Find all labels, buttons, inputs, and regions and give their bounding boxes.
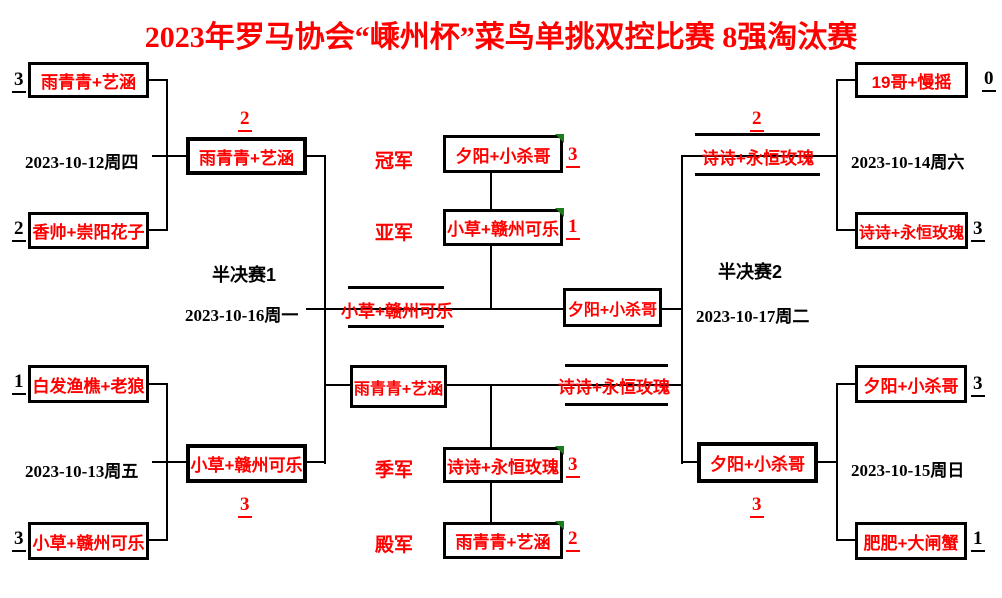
team-slot-third-right: 诗诗+永恒玫瑰 (558, 377, 670, 397)
connector-line (837, 229, 855, 231)
team-box-sf2-bottom: 夕阳+小杀哥 (697, 442, 818, 483)
comment-flag-icon (555, 521, 564, 530)
connector-line (836, 383, 838, 541)
slot-line (565, 403, 668, 406)
team-box-qf1-b: 香帅+崇阳花子 (28, 212, 149, 249)
semifinal2-date: 2023-10-17周二 (696, 307, 810, 326)
team-box-third-left: 雨青青+艺涵 (350, 365, 447, 408)
connector-line (152, 155, 187, 157)
score-sf1-bottom: 3 (238, 495, 252, 518)
connector-line (837, 79, 855, 81)
score-qf1-a: 3 (12, 70, 26, 93)
comment-flag-icon (555, 134, 564, 143)
score-sf2-bottom: 3 (750, 495, 764, 518)
score-qf2-b: 3 (12, 529, 26, 552)
team-box-third: 诗诗+永恒玫瑰 (443, 446, 564, 483)
score-third: 3 (566, 455, 580, 478)
slot-line (695, 133, 820, 136)
third-label: 季军 (375, 460, 414, 481)
team-box-qf4-a: 夕阳+小杀哥 (855, 365, 967, 403)
score-qf3-a: 0 (982, 69, 996, 92)
champion-label: 冠军 (375, 151, 414, 172)
runnerup-team-name: 小草+赣州可乐 (447, 220, 559, 239)
team-box-qf3-a: 19哥+慢摇 (855, 62, 968, 98)
semifinal1-label: 半决赛1 (212, 265, 277, 285)
score-sf1-top: 2 (238, 109, 252, 132)
match-date-qf3: 2023-10-14周六 (851, 153, 965, 172)
score-fourth: 2 (566, 529, 580, 552)
connector-line (683, 461, 697, 463)
team-box-qf2-b: 小草+赣州可乐 (28, 522, 149, 560)
score-runnerup: 1 (566, 217, 580, 240)
connector-line (490, 246, 492, 309)
runnerup-label: 亚军 (375, 223, 414, 244)
connector-line (837, 383, 855, 385)
fourth-label: 殿军 (375, 535, 414, 556)
slot-line (348, 286, 444, 289)
connector-line (149, 229, 167, 231)
connector-line (490, 385, 492, 447)
page-title: 2023年罗马协会“嵊州杯”菜鸟单挑双控比赛 8强淘汰赛 (144, 21, 858, 54)
team-box-qf1-a: 雨青青+艺涵 (28, 62, 149, 98)
connector-line (490, 173, 492, 209)
team-box-qf3-b: 诗诗+永恒玫瑰 (855, 212, 968, 249)
score-qf4-b: 1 (971, 529, 985, 552)
score-sf2-top: 2 (750, 109, 764, 132)
connector-line (149, 79, 167, 81)
third-team-name: 诗诗+永恒玫瑰 (447, 457, 559, 477)
score-qf1-b: 2 (12, 219, 26, 242)
comment-flag-icon (555, 446, 564, 455)
connector-line (681, 155, 683, 464)
connector-line (681, 155, 838, 157)
slot-line (695, 173, 820, 176)
team-box-champion: 夕阳+小杀哥 (443, 134, 564, 173)
connector-line (324, 384, 682, 386)
score-champion: 3 (566, 145, 580, 168)
fourth-team-name: 雨青青+艺涵 (455, 533, 551, 552)
score-qf3-b: 3 (971, 219, 985, 242)
connector-line (152, 461, 187, 463)
team-box-sf1-bottom: 小草+赣州可乐 (186, 444, 307, 483)
team-box-qf2-a: 白发渔樵+老狼 (28, 365, 149, 403)
connector-line (818, 461, 837, 463)
champion-team-name: 夕阳+小杀哥 (455, 146, 551, 166)
team-box-fourth: 雨青青+艺涵 (443, 521, 564, 559)
connector-line (307, 461, 325, 463)
match-date-qf4: 2023-10-15周日 (851, 461, 965, 480)
match-date-qf2: 2023-10-13周五 (25, 462, 139, 481)
score-qf4-a: 3 (971, 374, 985, 397)
team-box-sf1-top: 雨青青+艺涵 (186, 137, 307, 175)
slot-line (348, 325, 444, 328)
semifinal1-date: 2023-10-16周一 (185, 306, 299, 325)
team-slot-sf2-top: 诗诗+永恒玫瑰 (702, 149, 814, 168)
connector-line (307, 155, 325, 157)
score-qf2-a: 1 (12, 372, 26, 395)
team-slot-final-left: 小草+赣州可乐 (341, 301, 453, 321)
semifinal2-label: 半决赛2 (718, 262, 783, 282)
connector-line (490, 483, 492, 522)
connector-line (306, 308, 682, 310)
match-date-qf1: 2023-10-12周四 (25, 153, 139, 172)
slot-line (565, 364, 668, 367)
connector-line (149, 539, 167, 541)
team-box-final-right: 夕阳+小杀哥 (563, 288, 662, 327)
comment-flag-icon (555, 208, 564, 217)
team-box-qf4-b: 肥肥+大闸蟹 (855, 522, 967, 560)
connector-line (837, 539, 855, 541)
team-box-runnerup: 小草+赣州可乐 (443, 208, 564, 246)
connector-line (149, 383, 167, 385)
